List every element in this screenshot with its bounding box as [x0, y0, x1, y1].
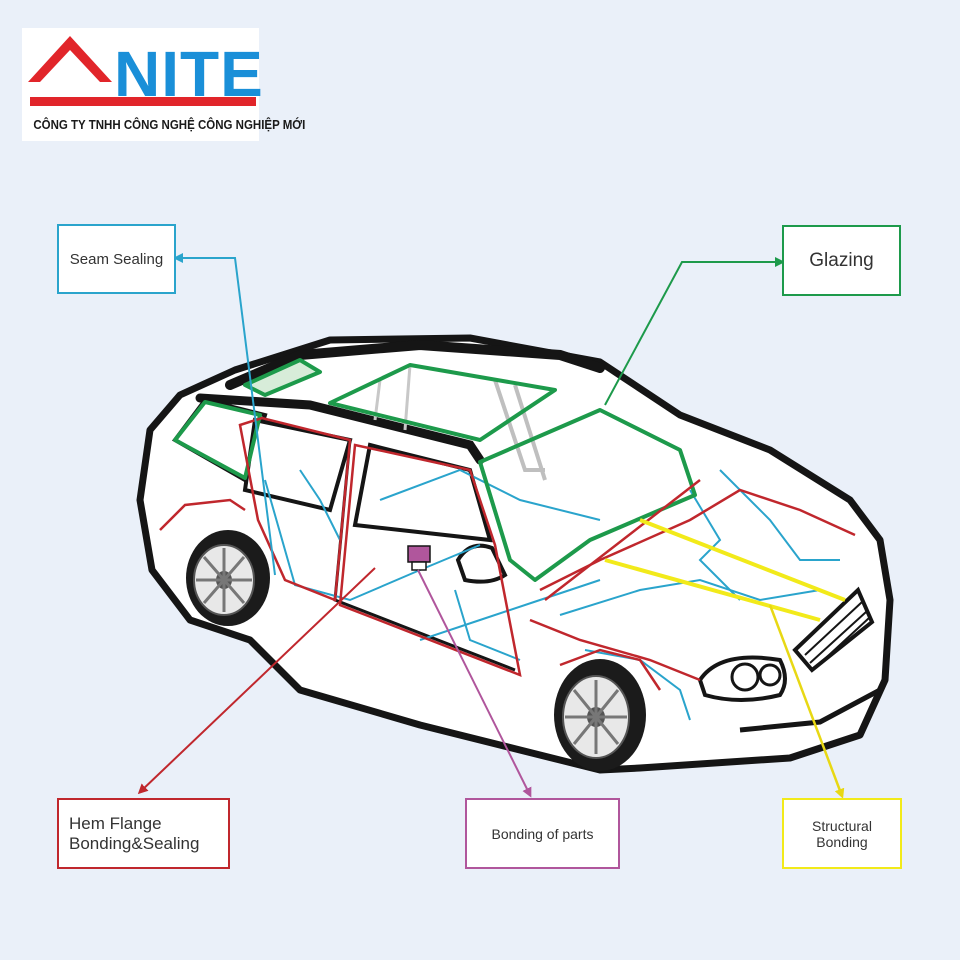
bonding-parts-label: Bonding of parts	[491, 825, 594, 842]
hem-flange-leader	[137, 567, 376, 795]
logo-wordmark: NITE	[114, 38, 264, 110]
company-logo: NITE CÔNG TY TNHH CÔNG NGHỆ CÔNG NGHIỆP …	[22, 28, 306, 141]
glazing-callout: Glazing	[782, 225, 901, 296]
seam-sealing-lines	[264, 468, 840, 721]
hem-flange-callout: Hem Flange Bonding&Sealing	[57, 798, 230, 869]
bonding-parts-leader	[417, 569, 532, 798]
glazing-label: Glazing	[809, 249, 874, 271]
structural-bonding-leader	[768, 604, 845, 799]
bonding-part-marker	[407, 545, 431, 571]
car-body	[136, 334, 894, 774]
hem-flange-lines	[159, 416, 856, 691]
logo-company-name: CÔNG TY TNHH CÔNG NGHỆ CÔNG NGHIỆP MỚI	[33, 118, 306, 132]
glazing-leader	[604, 257, 785, 406]
logo-roof-mark	[28, 36, 256, 106]
hem-flange-label: Hem Flange Bonding&Sealing	[69, 813, 200, 853]
rear-wheel	[186, 530, 270, 626]
structural-bonding-label: Structural Bonding	[812, 817, 872, 850]
structural-bonding-lines	[604, 518, 846, 622]
seam-sealing-leader	[173, 253, 276, 576]
seam-sealing-label: Seam Sealing	[69, 250, 164, 268]
structural-bonding-callout: Structural Bonding	[782, 798, 902, 869]
seam-sealing-callout: Seam Sealing	[57, 224, 176, 294]
bonding-parts-callout: Bonding of parts	[465, 798, 620, 869]
front-wheel	[554, 659, 646, 771]
glazing-lines	[173, 358, 697, 582]
